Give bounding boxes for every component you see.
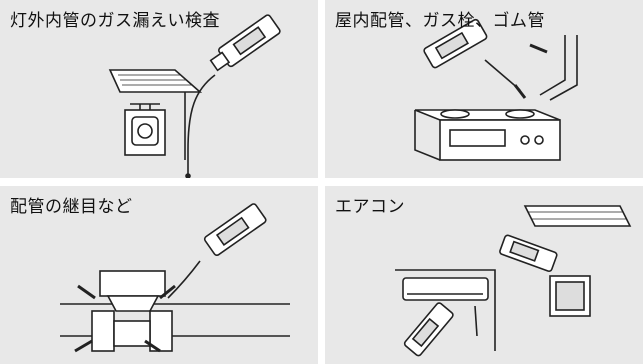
panel-caption: 屋内配管、ガス栓、ゴム管 bbox=[335, 11, 545, 31]
panel-caption: 配管の継目など bbox=[10, 197, 133, 217]
panel-caption: 灯外内管のガス漏えい検査 bbox=[10, 11, 220, 31]
panel-caption: エアコン bbox=[335, 197, 405, 217]
gas-stove-illustration bbox=[414, 18, 578, 161]
outdoor-piping-illustration bbox=[108, 14, 281, 178]
panel-indoor-piping: 屋内配管、ガス栓、ゴム管 bbox=[325, 0, 643, 178]
panel-outdoor-piping: 灯外内管のガス漏えい検査 bbox=[0, 0, 318, 178]
panel-air-conditioner: エアコン bbox=[325, 186, 643, 364]
panel-pipe-joint: 配管の継目など bbox=[0, 186, 318, 364]
air-conditioner-illustration bbox=[395, 205, 632, 357]
pipe-joint-illustration bbox=[60, 203, 290, 353]
